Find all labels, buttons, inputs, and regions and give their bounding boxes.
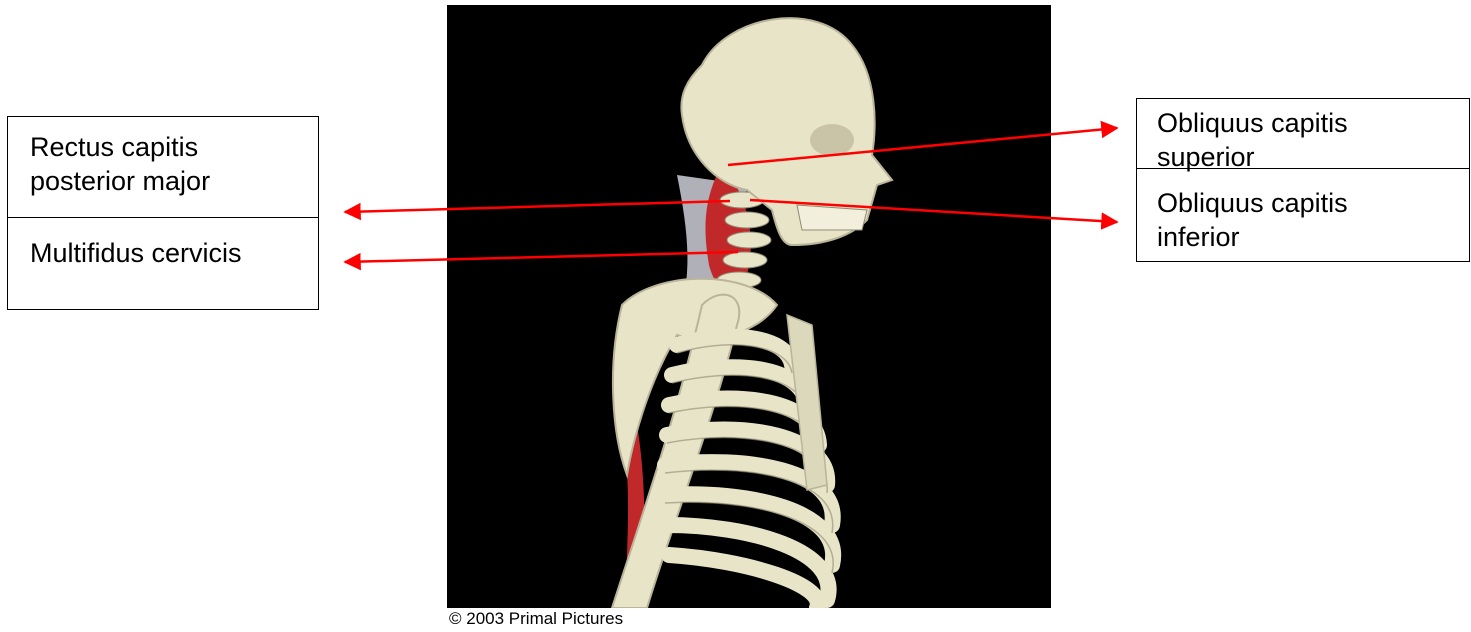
- arrow-multifidus-cervicis: [345, 252, 738, 262]
- arrow-obliquus-capitis-inferior: [750, 200, 1117, 222]
- arrow-rectus-capitis-posterior-major: [345, 201, 730, 212]
- arrow-obliquus-capitis-superior: [728, 128, 1117, 165]
